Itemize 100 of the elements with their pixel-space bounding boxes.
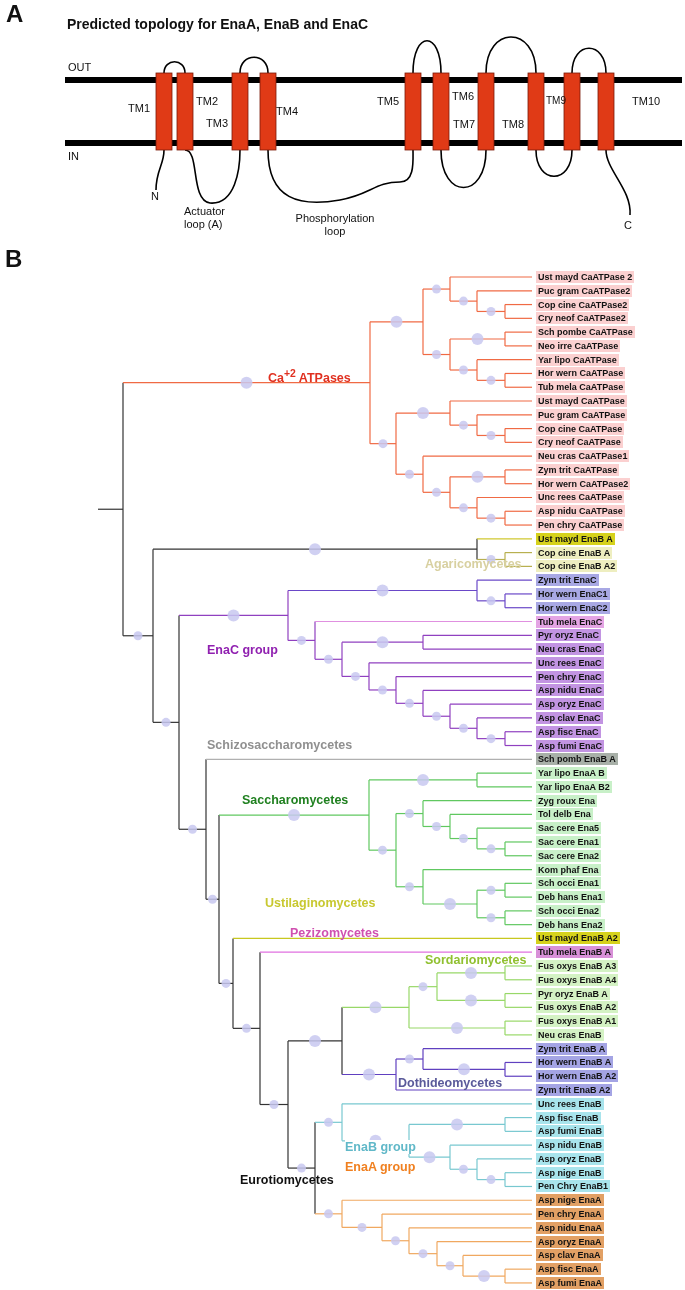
terminus-label: N: [151, 190, 159, 203]
side-label: IN: [68, 150, 79, 163]
clade-label: Agaricomycetes: [425, 557, 522, 572]
loop-label: Actuator loop (A): [184, 205, 226, 231]
leaf-label: Cop cine CaATPase2: [536, 298, 630, 311]
leaf-label: Cry neof CaATPase2: [536, 312, 628, 325]
leaf-label: Sch occi Ena1: [536, 877, 602, 890]
leaf-label: Yar lipo EnaA B2: [536, 780, 612, 793]
leaf-label: Hor wern EnaC1: [536, 587, 610, 600]
leaf-label: Asp oryz EnaB: [536, 1152, 604, 1165]
clade-label: Saccharomycetes: [242, 793, 349, 808]
side-label: OUT: [68, 61, 92, 74]
leaf-label: Cop cine EnaB A: [536, 546, 613, 559]
helix-label: TM7: [453, 118, 475, 131]
leaf-label: Tol delb Ena: [536, 808, 593, 821]
leaf-label: Pen Chry EnaB1: [536, 1180, 611, 1193]
leaf-label: Asp nige EnaA: [536, 1194, 604, 1207]
clade-label: EnaB group: [345, 1140, 416, 1155]
leaf-label: Sac cere Ena2: [536, 849, 602, 862]
panel-letter: A: [6, 0, 24, 28]
leaf-label: Asp nidu EnaA: [536, 1221, 604, 1234]
leaf-label: Asp nige EnaB: [536, 1166, 604, 1179]
leaf-label: Cop cine CaATPase: [536, 422, 625, 435]
leaf-label: Asp fisc EnaB: [536, 1111, 601, 1124]
leaf-label: Fus oxys EnaB A4: [536, 973, 619, 986]
clade-label: Schizosaccharomycetes: [207, 738, 353, 753]
clade-label: EnaC group: [207, 643, 278, 658]
leaf-label: Hor wern CaATPase: [536, 367, 626, 380]
leaf-label: Hor wern EnaC2: [536, 601, 610, 614]
leaf-label: Asp nidu CaATPase: [536, 505, 625, 518]
leaf-label: Asp oryz EnaA: [536, 1235, 604, 1248]
leaf-label: Hor wern EnaB A2: [536, 1070, 619, 1083]
leaf-label: Asp fumi EnaA: [536, 1276, 604, 1289]
helix-label: TM5: [377, 95, 399, 108]
leaf-label: Pyr oryz EnaC: [536, 629, 602, 642]
leaf-label: Ust mayd CaATPase 2: [536, 271, 635, 283]
leaf-label: Cry neof CaATPase: [536, 436, 623, 449]
leaf-label: Neu cras CaATPase1: [536, 450, 630, 463]
leaf-label: Asp fisc EnaC: [536, 725, 601, 738]
leaf-label: Zyg roux Ena: [536, 794, 597, 807]
leaf-label: Hor wern CaATPase2: [536, 477, 631, 490]
leaf-label: Cop cine EnaB A2: [536, 560, 618, 573]
leaf-label: Pyr oryz EnaB A: [536, 987, 610, 1000]
clade-label: Dothideomycetes: [398, 1076, 503, 1091]
leaf-label: Kom phaf Ena: [536, 863, 601, 876]
helix-label: TM8: [502, 118, 524, 131]
leaf-label: Sac cere Ena5: [536, 822, 602, 835]
panel-letter: B: [5, 245, 23, 273]
leaf-label: Sch pombe CaATPase: [536, 326, 635, 339]
leaf-label: Asp fumi EnaC: [536, 739, 604, 752]
leaf-label: Fus oxys EnaB A1: [536, 1015, 619, 1028]
leaf-label: Asp nidu EnaC: [536, 684, 604, 697]
leaf-label: Unc rees CaATPase: [536, 491, 625, 504]
leaf-label: Zym trit EnaB A: [536, 1042, 608, 1055]
figure-title: Predicted topology for EnaA, EnaB and EnaC: [67, 16, 369, 33]
helix-label: TM6: [452, 90, 474, 103]
clade-label: Ustilaginomycetes: [265, 896, 376, 911]
leaf-label: Asp oryz EnaC: [536, 698, 604, 711]
leaf-label: Asp clav EnaA: [536, 1249, 603, 1262]
leaf-label: Puc gram CaATPase: [536, 408, 628, 421]
leaf-label: Pen chry EnaA: [536, 1208, 604, 1221]
leaf-label: Hor wern EnaB A: [536, 1056, 614, 1069]
clade-label: Ca$^{+2}$ ATPases: [268, 368, 351, 386]
clade-label: Sordariomycetes: [425, 953, 527, 968]
leaf-label: Asp fumi EnaB: [536, 1125, 604, 1138]
leaf-label: Ust mayd EnaB A2: [536, 932, 620, 945]
helix-label: TM10: [632, 95, 661, 108]
leaf-label: Sac cere Ena1: [536, 835, 602, 848]
leaf-label: Sch pomb EnaB A: [536, 753, 618, 766]
leaf-label: Asp fisc EnaA: [536, 1263, 601, 1276]
leaf-label: Deb hans Ena2: [536, 918, 605, 931]
leaf-label: Yar lipo EnaA B: [536, 767, 607, 780]
clade-label: Pezizomycetes: [290, 926, 379, 941]
leaf-label: Ust mayd EnaB A: [536, 532, 615, 545]
loop-label: Phosphorylation loop: [294, 212, 376, 238]
leaf-label: Neu cras EnaB: [536, 1028, 604, 1041]
leaf-label: Unc rees EnaC: [536, 656, 604, 669]
leaf-label: Yar lipo CaATPase: [536, 353, 619, 366]
leaf-label: Fus oxys EnaB A2: [536, 1001, 619, 1014]
leaf-label: Ust mayd CaATPase: [536, 395, 627, 407]
leaf-label: Tub mela CaATPase: [536, 381, 626, 394]
leaf-label: Zym trit EnaC: [536, 574, 599, 587]
helix-label: TM4: [276, 105, 298, 118]
leaf-label: Unc rees EnaB: [536, 1097, 604, 1110]
leaf-label: Deb hans Ena1: [536, 891, 605, 904]
leaf-label: Tub mela EnaC: [536, 615, 605, 628]
helix-label: TM3: [206, 117, 228, 130]
leaf-label: Puc gram CaATPase2: [536, 284, 633, 297]
helix-label: TM1: [128, 102, 150, 115]
leaf-label: Fus oxys EnaB A3: [536, 960, 619, 972]
leaf-label: Sch occi Ena2: [536, 904, 602, 917]
leaf-label: Asp nidu EnaB: [536, 1139, 604, 1152]
leaf-label: Pen chry CaATPase: [536, 519, 625, 532]
leaf-label: Asp clav EnaC: [536, 711, 603, 724]
terminus-label: C: [624, 219, 632, 232]
leaf-label: Zym trit EnaB A2: [536, 1084, 613, 1096]
helix-label: TM2: [196, 95, 218, 108]
leaf-label: Pen chry EnaC: [536, 670, 604, 683]
leaf-label: Tub mela EnaB A: [536, 946, 613, 959]
clade-label: EnaA group: [345, 1160, 416, 1175]
